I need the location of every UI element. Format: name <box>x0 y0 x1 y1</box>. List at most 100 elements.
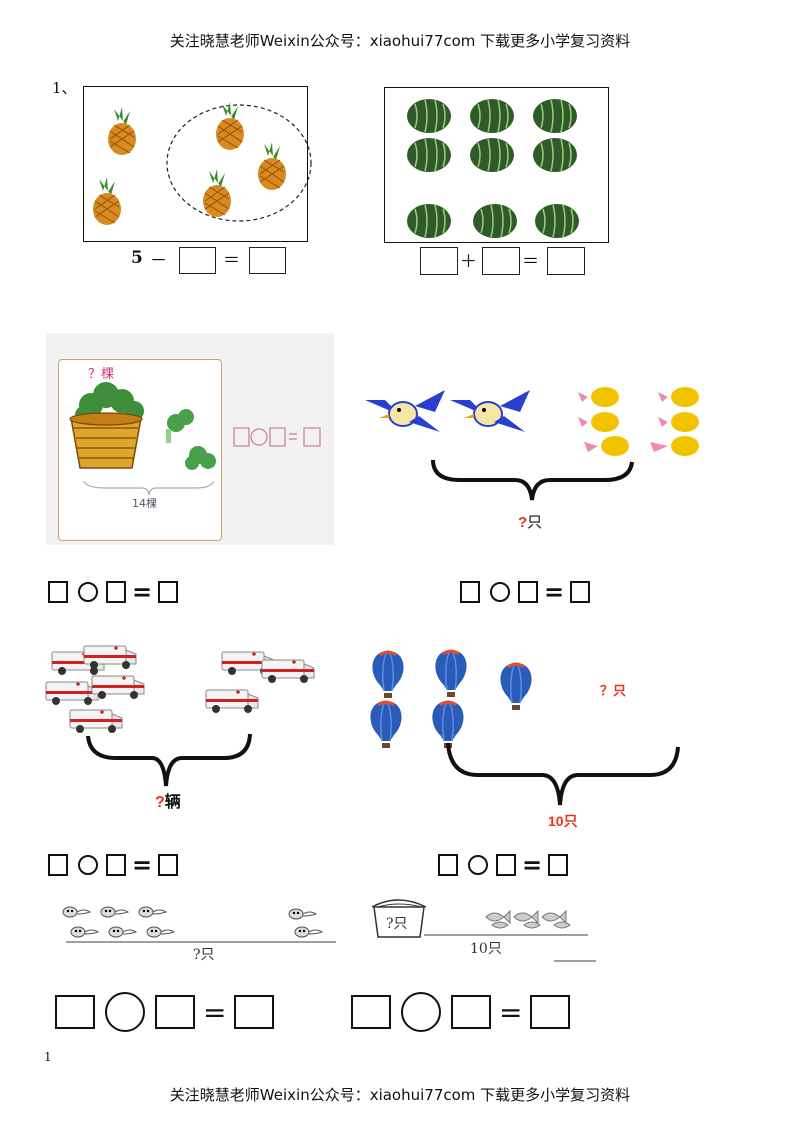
equation-row: = <box>48 578 179 606</box>
operator-circle[interactable] <box>401 992 441 1032</box>
answer-box[interactable] <box>106 854 126 876</box>
pineapple-illustration <box>93 102 312 225</box>
balloon-icon <box>430 699 466 750</box>
fish-icon <box>513 909 539 925</box>
answer-box[interactable] <box>48 854 68 876</box>
ambulance-icon <box>83 645 137 670</box>
broccoli-icon <box>185 446 216 470</box>
balloon-illustration <box>368 648 680 806</box>
answer-box[interactable] <box>496 854 516 876</box>
answer-box[interactable] <box>179 247 216 274</box>
ambulance-icon <box>91 675 145 700</box>
equals-sign: ＝ <box>223 251 240 271</box>
operator-circle[interactable] <box>105 992 145 1032</box>
answer-box[interactable] <box>548 854 569 876</box>
tadpole-icon <box>288 908 317 920</box>
equals-sign: ＝ <box>522 252 539 272</box>
chick-icon <box>591 412 619 432</box>
tadpole-icon <box>70 926 99 938</box>
answer-box[interactable] <box>249 247 286 274</box>
pineapple-panel <box>83 86 312 242</box>
watermelon-icon <box>473 204 517 238</box>
answer-box[interactable] <box>158 854 179 876</box>
answer-box[interactable] <box>351 995 391 1029</box>
fish-icon <box>523 921 541 929</box>
watermelon-icon <box>533 99 577 133</box>
operator-circle[interactable] <box>490 582 510 602</box>
operator-circle[interactable] <box>468 855 488 875</box>
pineapple-icon <box>258 142 286 190</box>
equals-sign: = <box>522 851 543 879</box>
equation-row: = <box>460 578 591 606</box>
watermelon-panel <box>384 87 609 243</box>
ambulance-question: ?辆 <box>155 788 181 812</box>
answer-box[interactable] <box>106 581 126 603</box>
chick-icon <box>671 412 699 432</box>
answer-box[interactable] <box>234 995 275 1029</box>
tadpole-icon <box>100 906 129 918</box>
small-equation <box>233 427 321 447</box>
ambulance-icon <box>261 659 315 684</box>
question-mark: ? <box>518 514 528 531</box>
equals-sign: = <box>203 995 227 1029</box>
answer-box[interactable] <box>155 995 195 1029</box>
answer-box[interactable] <box>420 247 458 275</box>
watermelon-illustration <box>407 99 579 238</box>
total-bracket <box>83 480 215 496</box>
fish-icon <box>485 909 511 925</box>
minuend-5: 5 <box>131 248 143 268</box>
operator-circle[interactable] <box>78 855 98 875</box>
watermelon-icon <box>533 138 577 172</box>
answer-box[interactable] <box>570 581 591 603</box>
pineapple-icon <box>203 169 231 217</box>
answer-box[interactable] <box>460 581 480 603</box>
ambulance-icon <box>69 709 123 734</box>
fish-group <box>485 909 571 929</box>
page-number: 1 <box>44 1050 52 1064</box>
answer-box[interactable] <box>482 247 520 275</box>
fish-illustration <box>371 899 596 962</box>
operator-circle[interactable] <box>78 582 98 602</box>
watermelon-icon <box>470 99 514 133</box>
balloon-icon <box>368 699 404 750</box>
tadpole-icon <box>146 926 175 938</box>
answer-box[interactable] <box>518 581 538 603</box>
blue-bird-icon <box>450 390 530 432</box>
equation-row: = <box>438 851 569 879</box>
answer-box[interactable] <box>158 581 179 603</box>
chick-icon <box>591 387 619 407</box>
plus-sign: ＋ <box>460 252 477 272</box>
bucket-label: ?只 <box>386 916 408 932</box>
balloon-icon <box>370 649 406 700</box>
watermelon-icon <box>407 138 451 172</box>
answer-box[interactable] <box>48 581 68 603</box>
broccoli-panel: ？棵 14棵 <box>46 333 334 545</box>
fish-icon <box>491 921 509 929</box>
equals-sign: = <box>544 578 565 606</box>
answer-box[interactable] <box>547 247 585 275</box>
page-header: 关注晓慧老师Weixin公众号：xiaohui77com 下载更多小学复习资料 <box>169 32 631 50</box>
basket-illustration <box>69 382 321 496</box>
unit-label: 辆 <box>164 794 181 811</box>
ambulance-illustration <box>45 645 315 787</box>
broccoli-question: ？棵 <box>88 367 115 382</box>
equals-sign: = <box>132 578 153 606</box>
pineapple-icon <box>108 107 136 155</box>
question-mark: ? <box>155 794 165 811</box>
tadpole-icon <box>108 926 137 938</box>
watermelon-row <box>407 99 579 238</box>
answer-box[interactable] <box>55 995 95 1029</box>
bucket-icon <box>373 906 425 938</box>
answer-box[interactable] <box>451 995 491 1029</box>
total-bracket <box>446 742 680 806</box>
fish-total: 10只 <box>470 941 502 957</box>
answer-box[interactable] <box>530 995 571 1029</box>
balloon-icon <box>498 661 534 712</box>
ambulance-icon <box>45 681 99 706</box>
tadpole-illustration <box>62 906 336 943</box>
tadpole-icon <box>62 906 91 918</box>
balloon-total: 10只 <box>548 813 578 829</box>
equation-row: = <box>48 851 179 879</box>
unit-label: 只 <box>527 514 543 531</box>
answer-box[interactable] <box>438 854 458 876</box>
